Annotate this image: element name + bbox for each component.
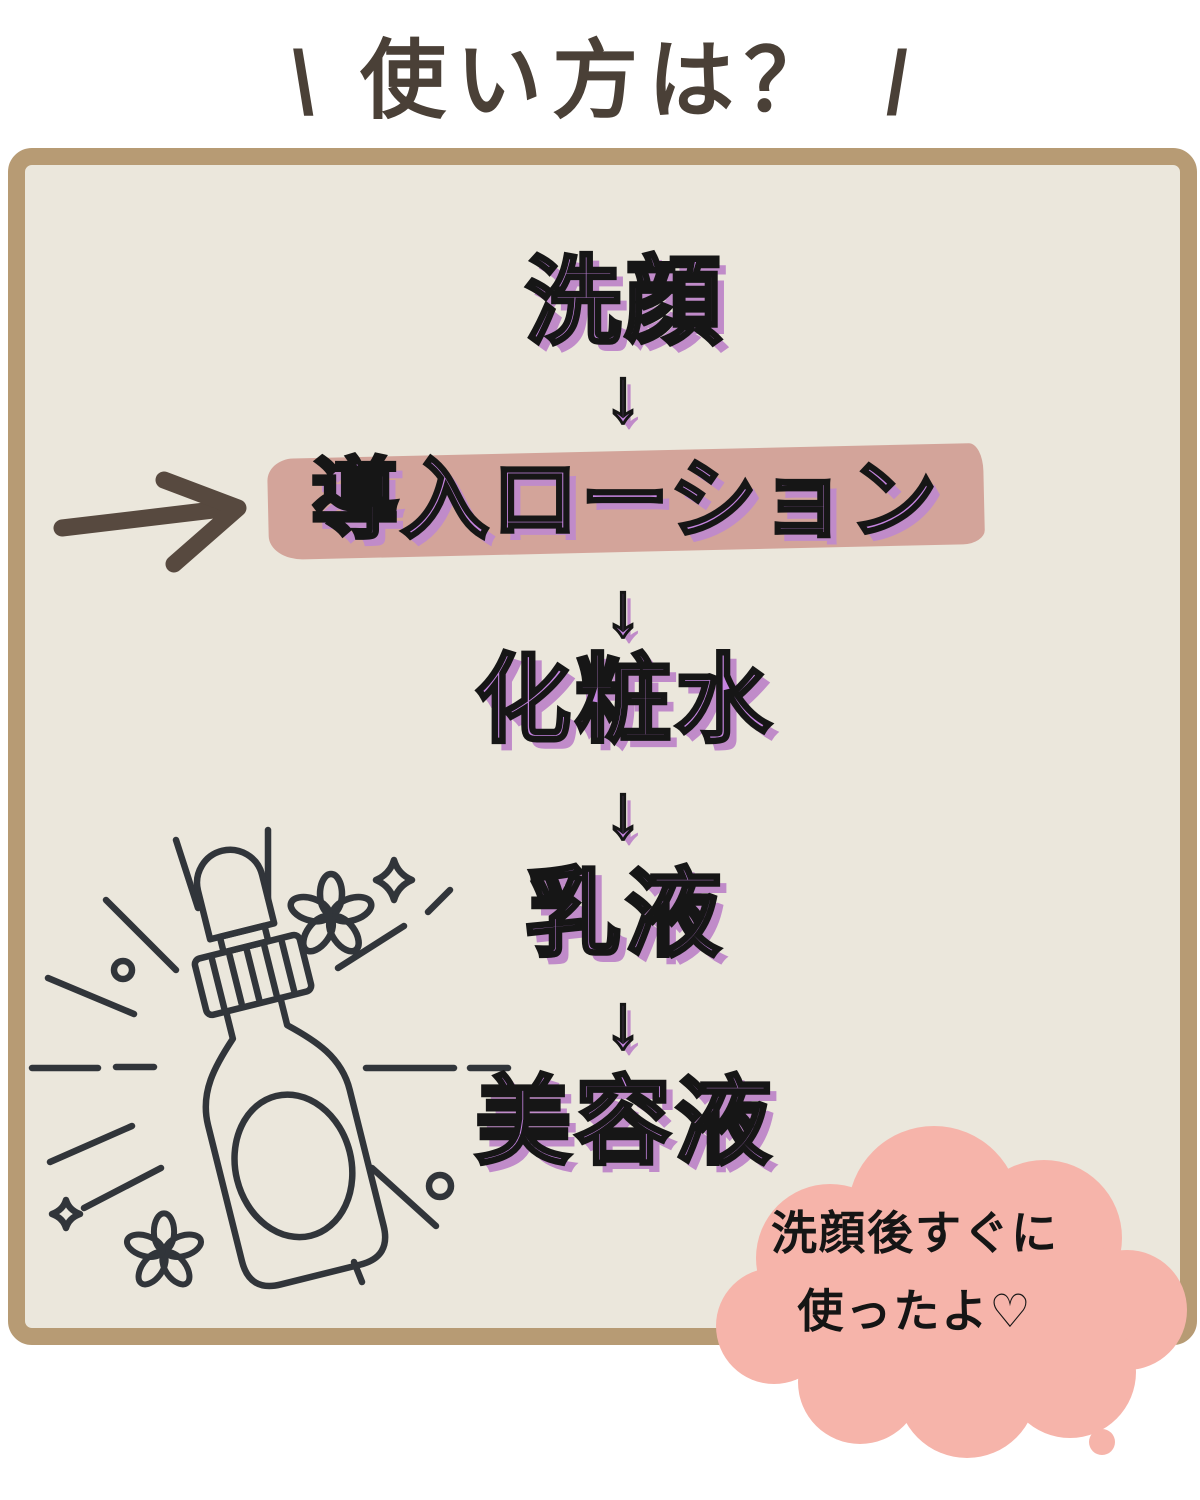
dot-accent-icon: [110, 957, 136, 983]
title-right-slash-mark: /: [886, 32, 908, 134]
page-title: \ 使い方は？ /: [0, 33, 1200, 132]
down-arrow-icon: ↓: [603, 978, 646, 1064]
thought-dot-icon: [1089, 1429, 1115, 1455]
dot-accent-icon: [425, 1171, 455, 1201]
flow-step-nyueki: 乳液: [523, 860, 725, 969]
flower-icon: [123, 1210, 205, 1288]
title-left-slash-mark: \: [292, 32, 314, 134]
flow-step-biyoeki: 美容液: [473, 1068, 775, 1177]
hand-arrow-right-icon: [53, 471, 247, 573]
content-frame: [8, 148, 1197, 1345]
dropper-bottle-shape: [191, 846, 389, 1290]
dropper-bottle-icon: [28, 826, 512, 1290]
flow-step-keshosui: 化粧水: [473, 646, 775, 755]
sparkle-icon: [372, 856, 416, 904]
bubble-note-line1: 洗顔後すぐに: [771, 1207, 1059, 1259]
bubble-note: 洗顔後すぐに 使ったよ♡: [700, 1194, 1130, 1350]
bubble-note-line2: 使ったよ♡: [797, 1285, 1033, 1338]
down-arrow-icon: ↓: [603, 768, 646, 854]
flow-step-donyu-lotion: 導入ローション: [309, 449, 940, 549]
down-arrow-icon: ↓: [603, 566, 646, 652]
sparkle-icon: [48, 1196, 84, 1232]
page-title-text: 使い方は？: [360, 33, 840, 129]
flow-step-sengan: 洗顔: [523, 248, 725, 357]
thought-cloud-bubble: [716, 1126, 1187, 1458]
flower-icon: [287, 870, 375, 955]
down-arrow-icon: ↓: [603, 352, 646, 438]
